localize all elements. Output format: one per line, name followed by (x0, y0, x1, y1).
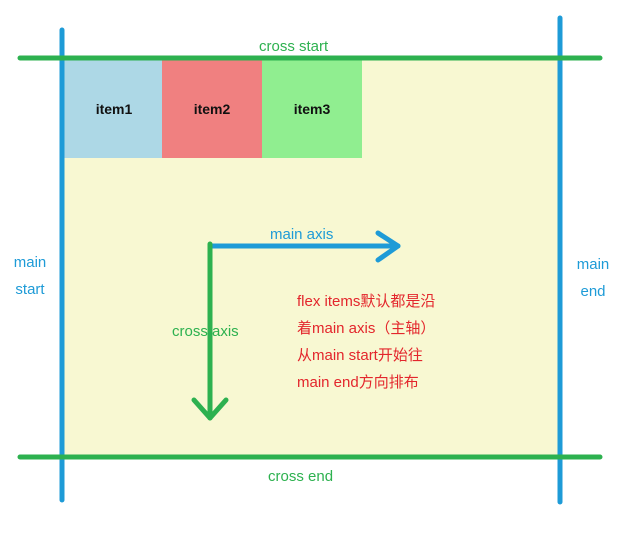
main-end-label-line1: main (576, 256, 610, 273)
main-end-label-line2: end (580, 283, 606, 300)
explanation-note: flex items默认都是沿 着main axis（主轴） 从main sta… (297, 288, 435, 396)
main-start-label: main start (6, 249, 54, 303)
note-line-3: 从main start开始往 (297, 347, 423, 364)
main-start-label-line2: start (15, 281, 45, 298)
cross-axis-arrow (191, 241, 229, 421)
flex-item-2-label: item2 (193, 101, 231, 117)
main-axis-arrow (207, 230, 401, 263)
cross-start-label: cross start (259, 38, 329, 55)
note-line-4: main end方向排布 (297, 374, 419, 391)
main-axis-label: main axis (270, 226, 334, 243)
note-line-1: flex items默认都是沿 (297, 293, 436, 310)
cross-end-label: cross end (268, 468, 334, 485)
main-end-label: main end (569, 251, 617, 305)
note-line-2: 着main axis（主轴） (297, 320, 436, 337)
flex-item-3-label: item3 (293, 101, 331, 117)
flex-item-1-label: item1 (95, 101, 133, 117)
flex-item-3: item3 (262, 60, 362, 158)
flex-item-1: item1 (64, 60, 164, 158)
cross-axis-label: cross axis (172, 323, 239, 340)
flex-item-2: item2 (162, 60, 262, 158)
main-start-label-line1: main (13, 254, 47, 271)
